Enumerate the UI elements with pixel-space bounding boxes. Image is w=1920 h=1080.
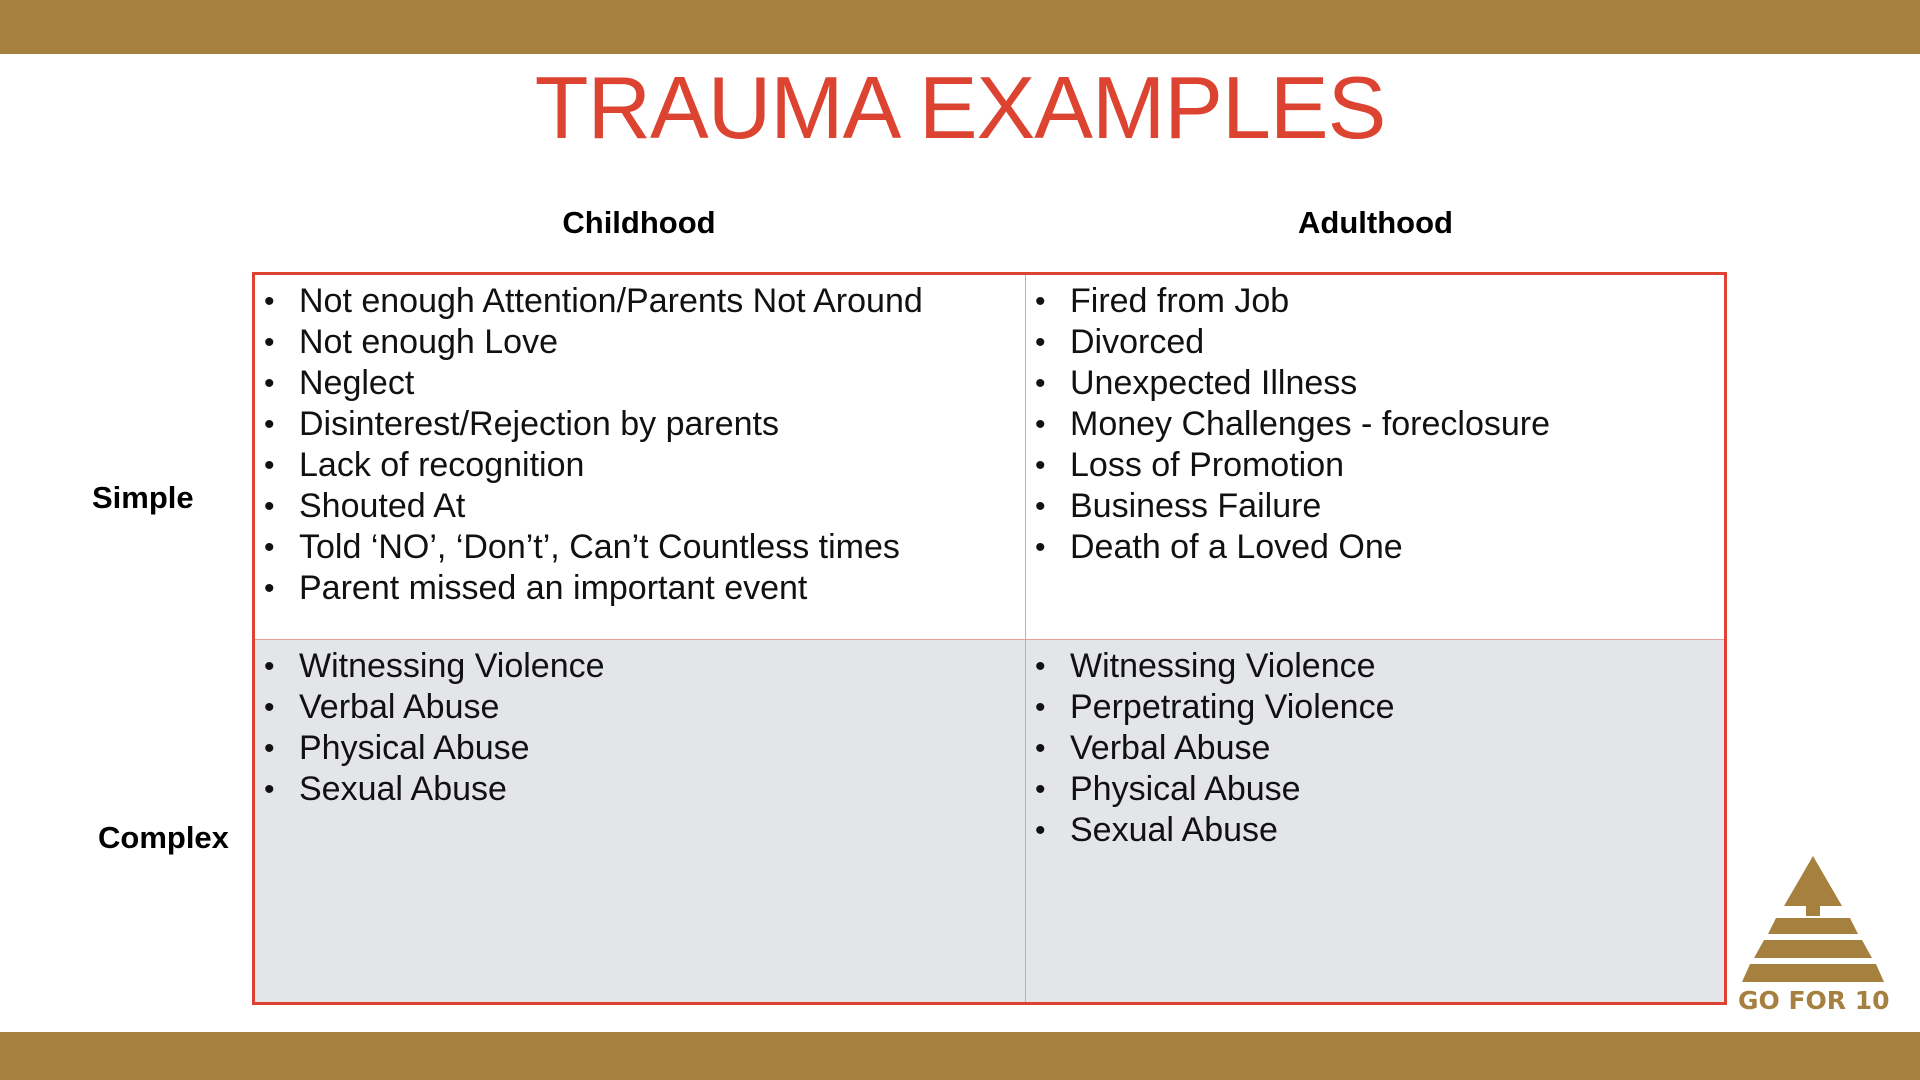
list-item-text: Unexpected Illness [1070,364,1358,402]
bullet-icon: • [1035,650,1046,683]
bullet-icon: • [1035,367,1046,400]
bullet-icon: • [1035,490,1046,523]
list-item-text: Loss of Promotion [1070,446,1345,484]
bullet-icon: • [1035,732,1046,765]
bullet-icon: • [1035,449,1046,482]
column-header-adulthood: Adulthood [1298,205,1453,240]
list-item: • Physical Abuse [261,728,1025,769]
bullet-icon: • [264,326,275,359]
cell-simple-adulthood: • Fired from Job • Divorced • Unexpected Illn… [1026,275,1724,640]
row-header-simple: Simple [92,480,194,515]
bullet-icon: • [1035,814,1046,847]
list-item-text: Verbal Abuse [299,688,500,726]
bullet-icon: • [1035,408,1046,441]
list-item-text: Divorced [1070,323,1205,361]
bullet-icon: • [264,285,275,318]
bullet-icon: • [264,531,275,564]
bullet-icon: • [264,449,275,482]
bullet-icon: • [264,691,275,724]
list-complex-childhood: • Witnessing Violence • Verbal Abuse • Physic… [261,646,1025,810]
list-item: • Death of a Loved One [1032,527,1724,568]
list-item: • Fired from Job [1032,281,1724,322]
list-item-text: Money Challenges - foreclosure [1070,405,1551,443]
bullet-icon: • [264,650,275,683]
list-item-text: Shouted At [299,487,466,525]
bullet-icon: • [264,367,275,400]
list-item-text: Physical Abuse [1070,770,1301,808]
bullet-icon: • [264,408,275,441]
list-item-text: Perpetrating Violence [1070,688,1395,726]
list-item: • Parent missed an important event [261,568,1025,609]
list-item: • Witnessing Violence [1032,646,1724,687]
list-item-text: Witnessing Violence [1070,647,1376,685]
list-item: • Sexual Abuse [1032,810,1724,851]
list-item: • Neglect [261,363,1025,404]
bullet-icon: • [264,732,275,765]
pyramid-logo-icon [1742,856,1884,1016]
list-item-text: Lack of recognition [299,446,585,484]
top-band [0,0,1920,54]
list-item-text: Death of a Loved One [1070,528,1403,566]
bullet-icon: • [1035,285,1046,318]
list-item: • Witnessing Violence [261,646,1025,687]
list-item-text: Sexual Abuse [299,770,507,808]
list-item-text: Neglect [299,364,415,402]
bullet-icon: • [264,490,275,523]
list-item: • Unexpected Illness [1032,363,1724,404]
list-simple-adulthood: • Fired from Job • Divorced • Unexpected Illn… [1032,281,1724,568]
list-item-text: Business Failure [1070,487,1322,525]
bullet-icon: • [1035,691,1046,724]
list-item-text: Not enough Attention/Parents Not Around [299,282,923,320]
list-item-text: Disinterest/Rejection by parents [299,405,780,443]
bullet-icon: • [264,773,275,806]
bullet-icon: • [1035,773,1046,806]
column-header-childhood: Childhood [562,205,716,240]
list-item: • Verbal Abuse [261,687,1025,728]
list-item: • Perpetrating Violence [1032,687,1724,728]
list-item-text: Fired from Job [1070,282,1290,320]
list-item-text: Physical Abuse [299,729,530,767]
list-item: • Loss of Promotion [1032,445,1724,486]
cell-simple-childhood: • Not enough Attention/Parents Not Around… [255,275,1026,640]
list-item-text: Not enough Love [299,323,558,361]
list-item: • Sexual Abuse [261,769,1025,810]
list-item: • Shouted At [261,486,1025,527]
list-simple-childhood: • Not enough Attention/Parents Not Around… [261,281,1025,609]
list-item-text: Parent missed an important event [299,569,808,607]
bottom-band [0,1032,1920,1080]
list-item-text: Witnessing Violence [299,647,605,685]
list-item: • Disinterest/Rejection by parents [261,404,1025,445]
list-item: • Told ‘NO’, ‘Don’t’, Can’t Countless tim… [261,527,1025,568]
row-header-complex: Complex [98,820,229,855]
list-complex-adulthood: • Witnessing Violence • Perpetrating Violen… [1032,646,1724,851]
list-item: • Not enough Attention/Parents Not Around [261,281,1025,322]
list-item: • Verbal Abuse [1032,728,1724,769]
bullet-icon: • [1035,326,1046,359]
list-item: • Not enough Love [261,322,1025,363]
cell-complex-childhood: • Witnessing Violence • Verbal Abuse • Physic… [255,640,1026,1002]
trauma-table: • Not enough Attention/Parents Not Around… [252,272,1727,1005]
list-item-text: Told ‘NO’, ‘Don’t’, Can’t Countless time… [299,528,900,566]
list-item: • Divorced [1032,322,1724,363]
logo-text: GO FOR 10 [1738,986,1890,1015]
cell-complex-adulthood: • Witnessing Violence • Perpetrating Violen… [1026,640,1724,1002]
list-item: • Business Failure [1032,486,1724,527]
list-item-text: Sexual Abuse [1070,811,1278,849]
list-item-text: Verbal Abuse [1070,729,1271,767]
list-item: • Money Challenges - foreclosure [1032,404,1724,445]
list-item: • Physical Abuse [1032,769,1724,810]
bullet-icon: • [264,572,275,605]
slide-title: TRAUMA EXAMPLES [534,58,1387,157]
list-item: • Lack of recognition [261,445,1025,486]
bullet-icon: • [1035,531,1046,564]
